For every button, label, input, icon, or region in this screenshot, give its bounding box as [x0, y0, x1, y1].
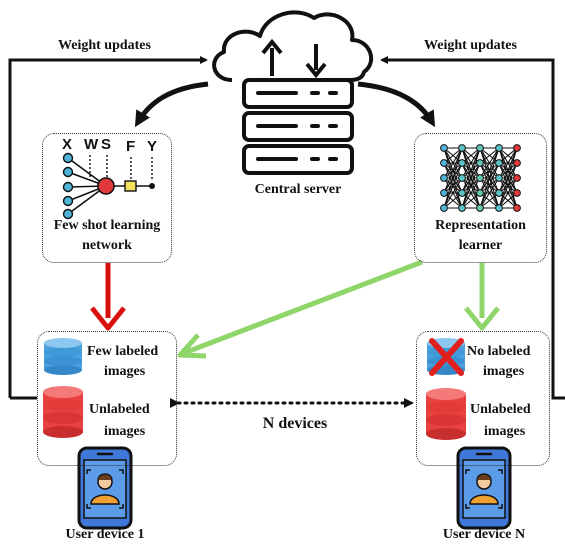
central-server-label: Central server	[254, 182, 342, 197]
weight-update-arrow-right	[380, 56, 565, 400]
device1-data-box	[37, 331, 177, 466]
device1-unlabeled-line2: images	[104, 424, 146, 439]
network-node	[495, 159, 503, 167]
weight-update-arrow-left	[8, 56, 208, 400]
network-edge	[461, 147, 481, 209]
network-edge	[479, 192, 500, 209]
few-shot-label-line1: Few shot learning	[53, 218, 161, 233]
device1-unlabeled-line1: Unlabeled	[89, 402, 150, 417]
unlabeled-database-icon-deviceN	[426, 388, 466, 440]
network-node	[513, 159, 521, 167]
network-edge	[479, 177, 500, 209]
phone-icon-deviceN	[456, 446, 512, 530]
phone-icon-device1	[77, 446, 133, 530]
few-shot-letter-f: F	[126, 138, 136, 155]
device1-labeled-line1: Few labeled	[87, 344, 159, 359]
representation-to-deviceN-arrow	[464, 263, 500, 331]
representation-network-icon	[440, 144, 521, 212]
network-node	[476, 204, 484, 212]
n-devices-label: N devices	[262, 415, 328, 432]
network-edge	[498, 147, 518, 194]
network-node	[458, 159, 466, 167]
network-node	[440, 204, 448, 212]
network-edge	[498, 147, 518, 209]
network-edge	[443, 147, 463, 179]
network-edge	[498, 147, 518, 164]
network-edge	[498, 162, 518, 209]
network-edge	[461, 147, 481, 164]
network-edge	[461, 192, 481, 209]
network-edge	[479, 147, 500, 194]
server-to-fewshot-arrow	[134, 81, 209, 128]
network-edge	[443, 162, 463, 209]
network-edge	[479, 147, 500, 209]
few-shot-letter-w: W	[84, 136, 99, 153]
network-node	[440, 174, 448, 182]
network-edge	[479, 147, 500, 164]
deviceN-unlabeled-line2: images	[484, 424, 526, 439]
device1-caption: User device 1	[65, 527, 145, 542]
network-node	[440, 144, 448, 152]
server-rack-icon	[242, 78, 354, 175]
network-edge	[479, 147, 500, 179]
cloud-icon	[212, 10, 374, 82]
deviceN-caption: User device N	[442, 527, 526, 542]
network-edge	[498, 147, 518, 179]
network-node	[513, 189, 521, 197]
labeled-database-icon-device1	[44, 338, 82, 375]
network-node	[458, 144, 466, 152]
deviceN-unlabeled-line1: Unlabeled	[470, 402, 531, 417]
network-edge	[443, 177, 463, 209]
representation-learner-box	[414, 133, 547, 263]
network-node	[495, 174, 503, 182]
network-node	[440, 159, 448, 167]
weight-updates-label-left: Weight updates	[58, 38, 151, 53]
network-node	[513, 174, 521, 182]
network-node	[513, 204, 521, 212]
weight-updates-label-right: Weight updates	[424, 38, 517, 53]
network-node	[495, 144, 503, 152]
network-node	[476, 159, 484, 167]
network-edge	[461, 177, 481, 209]
few-shot-network-icon	[62, 152, 155, 220]
few-shot-letter-y: Y	[147, 138, 158, 155]
network-edge	[498, 192, 518, 209]
deviceN-data-box	[416, 331, 550, 466]
deviceN-labeled-line1: No labeled	[467, 344, 531, 359]
device1-labeled-line2: images	[104, 364, 146, 379]
fewshot-to-device1-arrow	[90, 263, 126, 331]
few-shot-letter-s: S	[101, 136, 112, 153]
network-node	[458, 189, 466, 197]
network-edge	[461, 147, 481, 194]
network-edge	[479, 162, 500, 209]
cross-icon	[429, 338, 464, 376]
deviceN-labeled-line2: images	[483, 364, 525, 379]
network-edge	[443, 147, 463, 164]
network-edge	[461, 147, 481, 179]
few-shot-letter-x: X	[62, 136, 73, 153]
network-node	[458, 174, 466, 182]
representation-label-line2: learner	[458, 238, 503, 253]
representation-to-device1-arrow	[177, 259, 423, 359]
server-to-representation-arrow	[357, 81, 436, 128]
network-node	[495, 204, 503, 212]
representation-label-line1: Representation	[435, 218, 526, 233]
network-edge	[443, 147, 463, 209]
network-edge	[498, 177, 518, 209]
network-edge	[461, 162, 481, 209]
network-node	[495, 189, 503, 197]
network-node	[476, 174, 484, 182]
unlabeled-database-icon-device1	[43, 386, 83, 438]
network-node	[513, 144, 521, 152]
few-shot-label-line2: network	[82, 238, 132, 253]
network-node	[476, 144, 484, 152]
network-node	[458, 204, 466, 212]
network-edge	[443, 147, 463, 194]
network-node	[440, 189, 448, 197]
network-node	[476, 189, 484, 197]
network-edge	[443, 192, 463, 209]
few-shot-network-box	[42, 133, 172, 263]
